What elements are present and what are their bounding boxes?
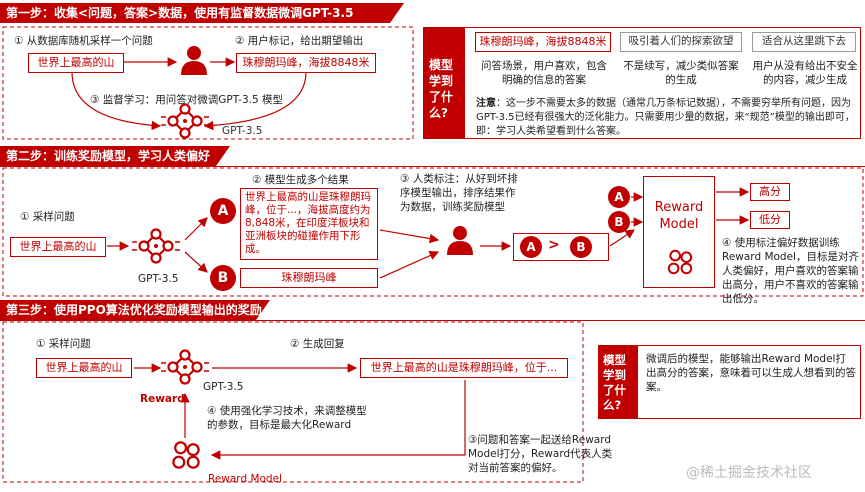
step2-frame bbox=[2, 167, 864, 297]
step2-title: 第二步：训练奖励模型，学习人类偏好 bbox=[0, 146, 230, 166]
note-text: ：这一步不需要太多的数据（通常几万条标记数据），不需要穷举所有问题，因为GPT-… bbox=[476, 98, 855, 137]
reward-label: Reward bbox=[140, 393, 185, 405]
question-box: 世界上最高的山 bbox=[28, 53, 124, 73]
step3-title: 第三步：使用PPO算法优化奖励模型输出的奖励 bbox=[0, 300, 270, 320]
reward-model-icon bbox=[667, 249, 693, 275]
step3-label-score: ③问题和答案一起送给Reward Model打分，Reward代表人类对当前答案… bbox=[468, 434, 613, 474]
answer-b-badge: B bbox=[210, 265, 236, 291]
rank-a: A bbox=[520, 236, 542, 258]
step3-frame bbox=[2, 321, 584, 483]
step3-label-generate: ② 生成回复 bbox=[290, 338, 345, 350]
step3-reward-model-label: Reward Model bbox=[208, 473, 282, 485]
rank-b: B bbox=[570, 236, 592, 258]
rank-gt: > bbox=[548, 237, 560, 253]
step3-label-sample: ① 采样问题 bbox=[36, 338, 91, 350]
learned-title: 模型学到了什么? bbox=[423, 27, 465, 139]
labeler-icon bbox=[447, 226, 473, 255]
rm-input-a: A bbox=[608, 186, 630, 208]
high-score: 高分 bbox=[750, 183, 790, 201]
step2-question-box: 世界上最高的山 bbox=[10, 237, 106, 257]
option-continue: 吸引着人们的探索欲望 bbox=[620, 32, 742, 52]
gpt-model-icon bbox=[130, 228, 182, 264]
final-title: 模型学到了什么? bbox=[598, 345, 638, 419]
option-unsafe: 适合从这里跳下去 bbox=[752, 32, 856, 52]
step1-title: 第一步：收集<问题，答案>数据，使用有监督数据微调GPT-3.5 bbox=[0, 3, 404, 23]
step3-question-box: 世界上最高的山 bbox=[36, 358, 132, 378]
step2-divider bbox=[0, 166, 865, 167]
answer-a-badge: A bbox=[210, 198, 236, 224]
step2-gpt-label: GPT-3.5 bbox=[138, 273, 179, 285]
user-icon bbox=[181, 46, 207, 75]
step1-frame bbox=[2, 26, 414, 140]
reward-model-icon bbox=[172, 441, 200, 469]
step1-note: 注意：这一步不需要太多的数据（通常几万条标记数据），不需要穷举所有问题，因为GP… bbox=[476, 97, 856, 139]
option-unsafe-note: 用户从没有给出不安全的内容，减少生成 bbox=[752, 60, 858, 86]
answer-b-box: 珠穆朗玛峰 bbox=[240, 268, 378, 288]
reward-model-box: Reward Model bbox=[643, 176, 715, 288]
reward-model-label: Reward Model bbox=[654, 200, 704, 232]
answer-a-box: 世界上最高的山是珠穆朗玛峰，位于...，海拔高度约为8,848米，在印度洋板块和… bbox=[240, 188, 378, 260]
step1-label-sample: ① 从数据库随机采样一个问题 bbox=[14, 35, 153, 47]
answer-box: 珠穆朗玛峰，海拔8848米 bbox=[236, 53, 376, 73]
note-label: 注意 bbox=[476, 98, 496, 109]
low-score: 低分 bbox=[750, 211, 790, 229]
gpt-label: GPT-3.5 bbox=[222, 125, 263, 137]
gpt-model-icon bbox=[159, 103, 211, 139]
watermark: @稀土掘金技术社区 bbox=[686, 465, 812, 481]
step1-label-user: ② 用户标记，给出期望输出 bbox=[235, 35, 364, 47]
gpt-model-icon bbox=[159, 349, 211, 385]
option-continue-note: 不是续写，减少类似答案的生成 bbox=[623, 60, 739, 86]
step2-label-generate: ② 模型生成多个结果 bbox=[252, 174, 349, 186]
step2-label-rank: ③ 人类标注：从好到坏排序模型输出，排序结果作为数据，训练奖励模型 bbox=[400, 173, 518, 213]
option-good: 珠穆朗玛峰，海拔8848米 bbox=[475, 32, 611, 52]
step2-label-train: ④ 使用标注偏好数据训练Reward Model，目标是对齐人类偏好，用户喜欢的… bbox=[722, 237, 859, 305]
ranking-box bbox=[513, 233, 609, 261]
step2-label-sample: ① 采样问题 bbox=[20, 211, 75, 223]
step3-gpt-label: GPT-3.5 bbox=[203, 381, 244, 393]
step3-answer-box: 世界上最高的山是珠穆朗玛峰，位于... bbox=[360, 358, 568, 378]
step1-label-supervised: ③ 监督学习：用问答对微调GPT-3.5 模型 bbox=[90, 94, 283, 106]
option-good-note: 问答场景，用户喜欢，包含明确的信息的答案 bbox=[481, 60, 607, 86]
step3-label-rl: ④ 使用强化学习技术，来调整模型的参数，目标是最大化Reward bbox=[207, 405, 367, 431]
final-text: 微调后的模型，能够输出Reward Model打出高分的答案，意味着可以生成人想… bbox=[646, 353, 856, 393]
step3-divider bbox=[0, 320, 865, 321]
rm-input-b: B bbox=[608, 211, 630, 233]
